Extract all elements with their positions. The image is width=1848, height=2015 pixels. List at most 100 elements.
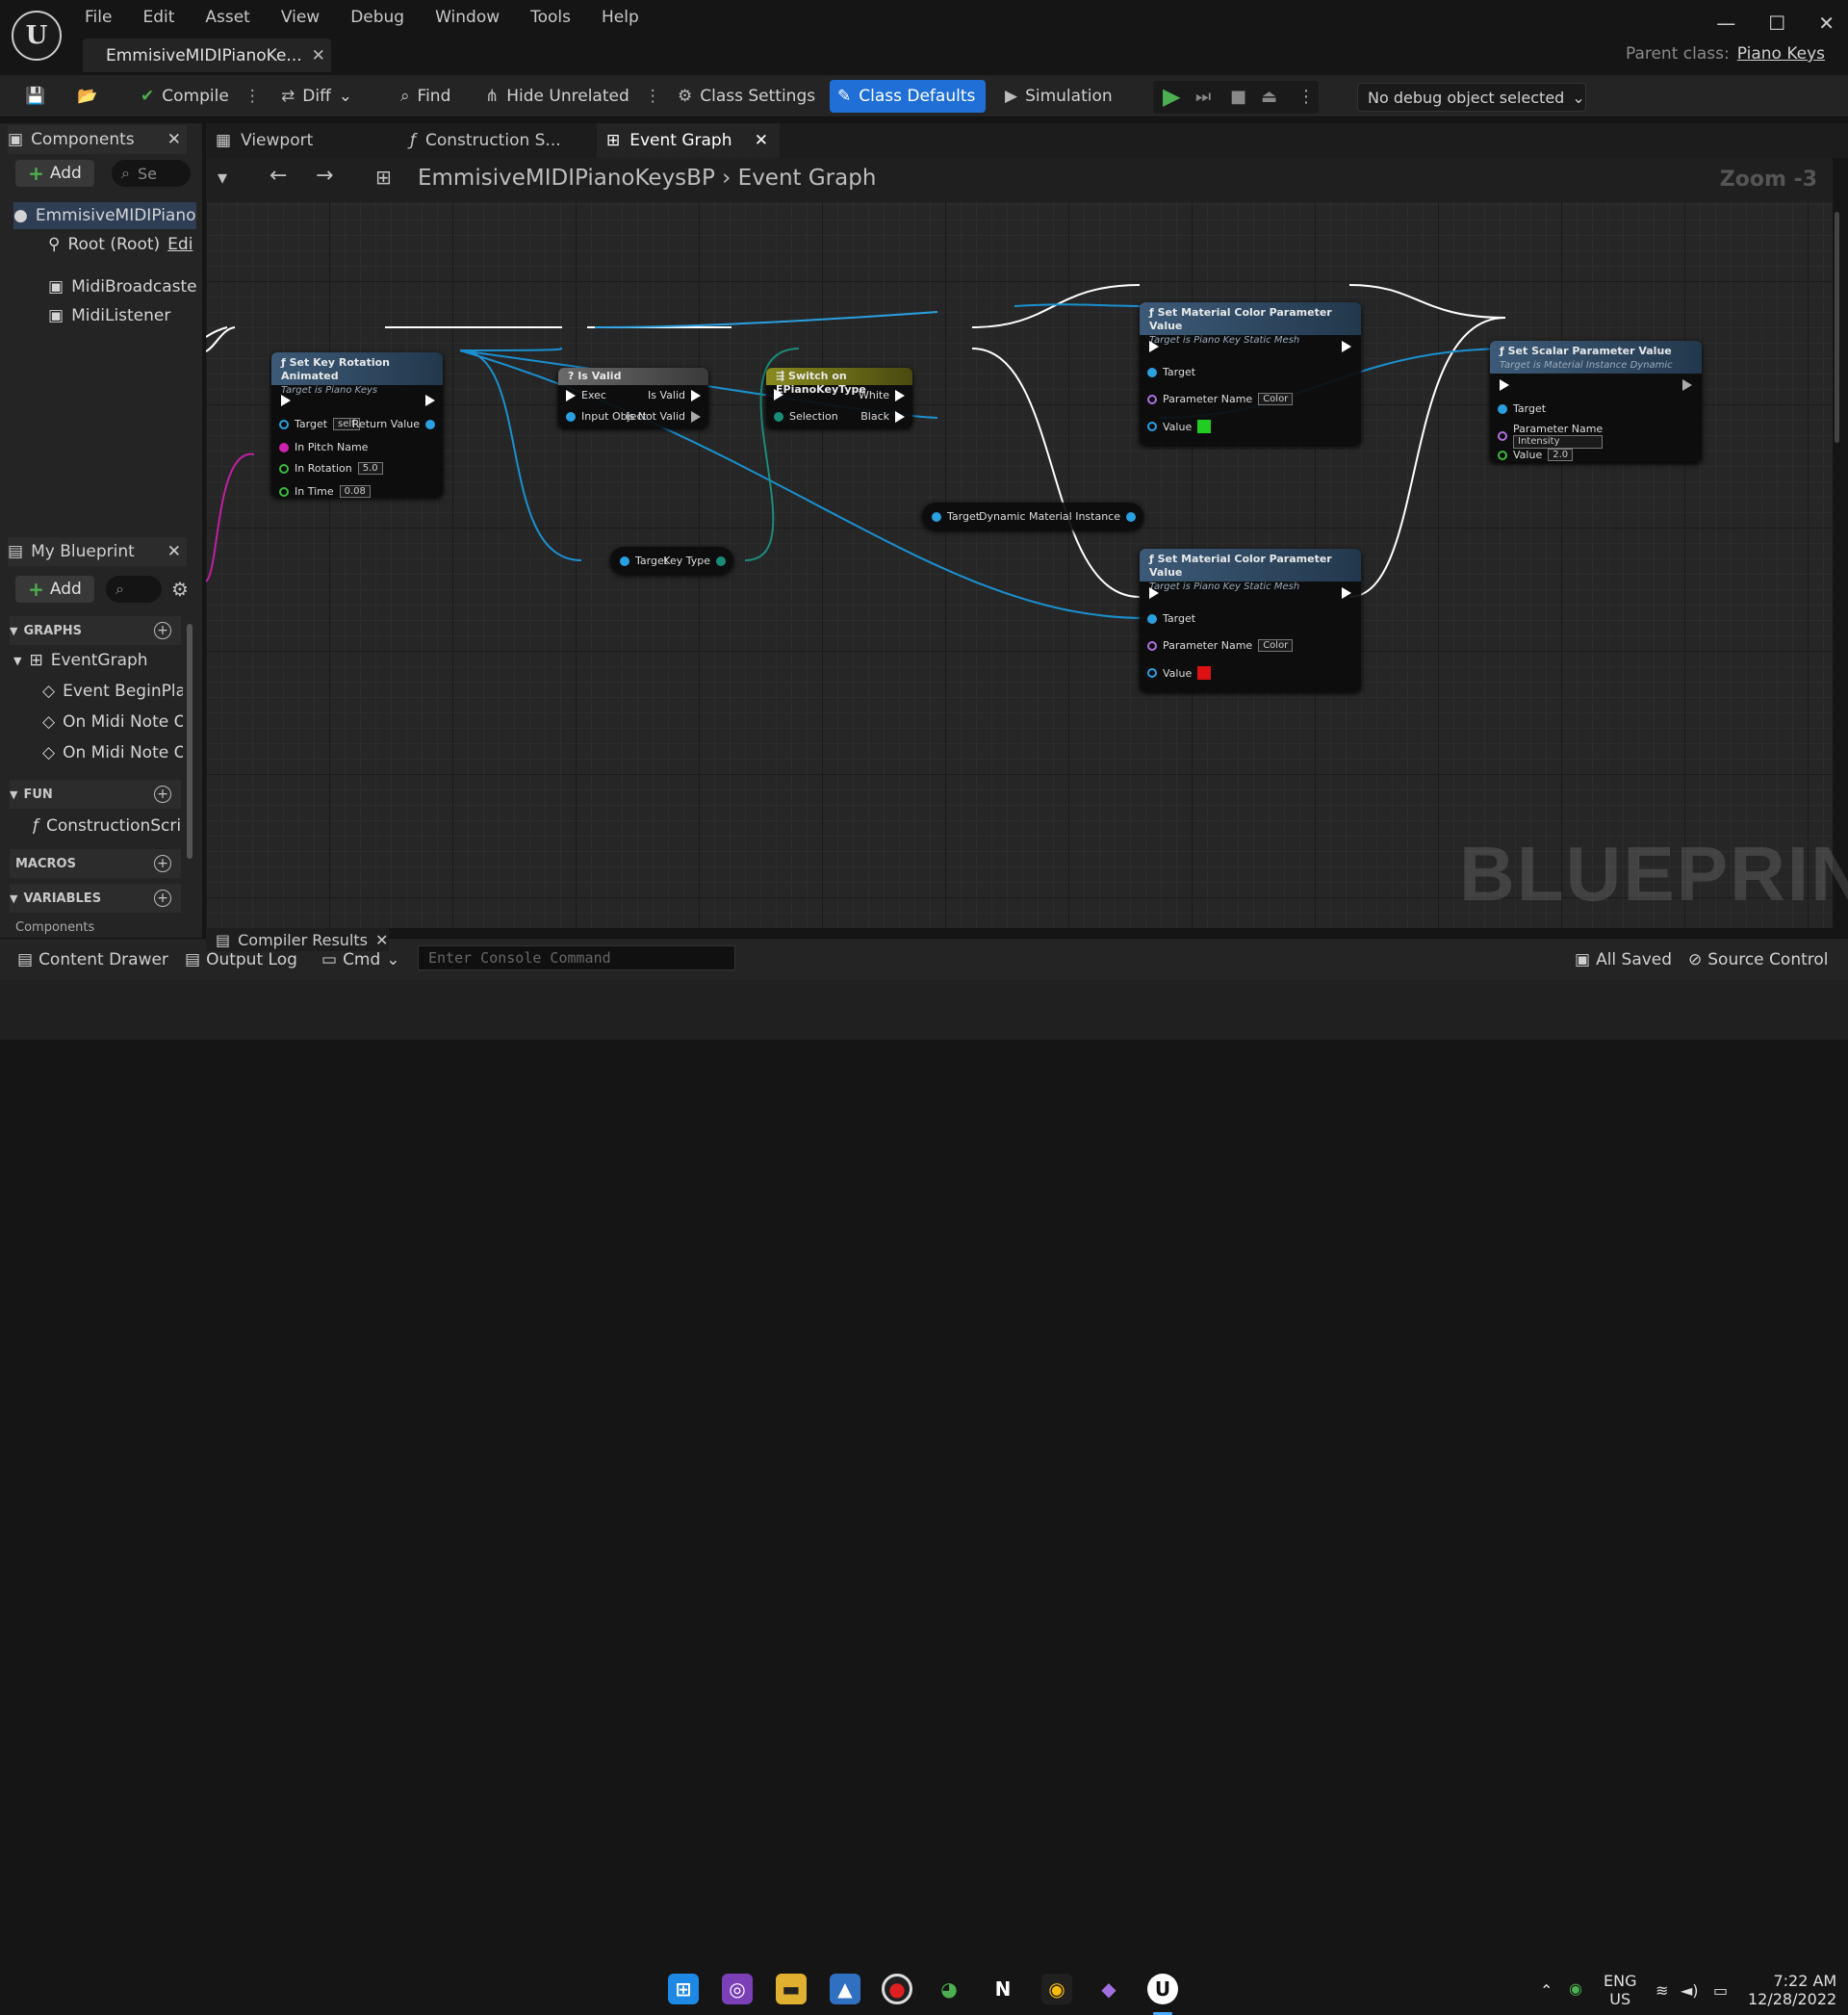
close-window-icon[interactable]: ✕ xyxy=(1818,12,1835,35)
exec-in-pin[interactable] xyxy=(1149,341,1159,352)
chrome-icon[interactable]: ◉ xyxy=(1041,1974,1072,2004)
component-root-bp[interactable]: ●EmmisiveMIDIPiano xyxy=(13,202,196,229)
component-midi-listener[interactable]: ▣MidiListener xyxy=(48,302,198,329)
wifi-icon[interactable]: ≋ xyxy=(1656,1981,1669,2000)
pin-value[interactable]: self xyxy=(333,418,360,430)
exec-out-pin[interactable] xyxy=(425,395,435,406)
menu-tools[interactable]: Tools xyxy=(530,8,572,27)
console-input[interactable]: Enter Console Command xyxy=(418,945,735,970)
menu-help[interactable]: Help xyxy=(602,8,639,27)
exec-out-pin[interactable] xyxy=(1342,587,1351,599)
event-begin-play[interactable]: ◇Event BeginPla xyxy=(42,678,183,705)
class-settings-button[interactable]: ⚙Class Settings xyxy=(670,81,823,112)
stop-icon[interactable]: ■ xyxy=(1230,87,1247,107)
step-icon[interactable]: ⏭ xyxy=(1195,87,1212,107)
my-blueprint-tab[interactable]: ▤ My Blueprint ✕ xyxy=(8,537,187,566)
input-object-pin[interactable]: Input Object xyxy=(566,410,647,423)
parent-class-link[interactable]: Piano Keys xyxy=(1736,44,1825,64)
pin-value[interactable]: 0.08 xyxy=(339,485,371,498)
close-icon[interactable]: ✕ xyxy=(375,930,389,949)
pin-value[interactable]: 2.0 xyxy=(1548,449,1574,461)
target-pin[interactable]: Target xyxy=(1498,402,1546,415)
add-component-button[interactable]: +Add xyxy=(15,160,94,187)
pin-value[interactable]: Intensity xyxy=(1513,435,1604,449)
breadcrumb-graph[interactable]: Event Graph xyxy=(737,166,877,191)
exec-out-pin[interactable] xyxy=(1342,341,1351,352)
pin-value[interactable]: 5.0 xyxy=(357,462,383,475)
graphs-section[interactable]: ▼GRAPHS+ xyxy=(10,616,181,645)
node-get-key-type[interactable]: Target Key Type xyxy=(610,547,733,574)
file-explorer-icon[interactable]: ▬ xyxy=(776,1974,807,2004)
exec-in-pin[interactable] xyxy=(1500,379,1509,391)
add-variable-icon[interactable]: + xyxy=(154,890,171,907)
components-search-input[interactable]: ⌕Se xyxy=(112,160,191,187)
menu-window[interactable]: Window xyxy=(435,8,500,27)
variables-section[interactable]: ▼VARIABLES+ xyxy=(10,884,181,913)
white-pin[interactable]: White xyxy=(859,389,905,401)
functions-section[interactable]: ▼FUN+ xyxy=(10,780,181,809)
edit-link[interactable]: Edi xyxy=(167,235,193,254)
back-arrow-icon[interactable]: ← xyxy=(270,164,288,188)
node-get-dynamic-material-instance[interactable]: Target Dynamic Material Instance xyxy=(922,503,1143,530)
close-icon[interactable]: ✕ xyxy=(167,130,181,149)
gear-icon[interactable]: ⚙ xyxy=(171,578,189,601)
menu-asset[interactable]: Asset xyxy=(205,8,250,27)
bookmark-icon[interactable]: ▾ xyxy=(218,166,228,189)
component-midi-broadcaster[interactable]: ▣MidiBroadcaster xyxy=(48,273,198,300)
color-swatch-green[interactable] xyxy=(1197,420,1212,433)
target-pin[interactable]: Target xyxy=(1147,612,1195,625)
class-defaults-button[interactable]: ✎Class Defaults xyxy=(830,80,986,113)
exec-out-pin[interactable] xyxy=(1682,379,1692,391)
black-pin[interactable]: Black xyxy=(860,410,905,423)
notion-like-icon[interactable]: N xyxy=(994,1977,1012,2001)
find-button[interactable]: ⌕Find xyxy=(393,81,458,112)
minimize-icon[interactable]: — xyxy=(1716,12,1736,35)
color-swatch-red[interactable] xyxy=(1197,666,1212,680)
exec-in-pin[interactable] xyxy=(774,389,783,400)
tray-app-icon[interactable]: ◉ xyxy=(1569,1979,1582,1998)
menu-edit[interactable]: Edit xyxy=(142,8,175,27)
debug-object-select[interactable]: No debug object selected⌄ xyxy=(1357,83,1586,112)
diff-button[interactable]: ⇄Diff⌄ xyxy=(273,81,360,112)
maximize-icon[interactable]: ☐ xyxy=(1768,12,1786,35)
record-icon[interactable]: ● xyxy=(882,1974,912,2004)
document-tab[interactable]: EmmisiveMIDIPianoKe... ✕ xyxy=(83,39,331,72)
exec-in-pin[interactable] xyxy=(281,395,291,406)
my-blueprint-search-input[interactable]: ⌕ xyxy=(106,576,162,603)
close-icon[interactable]: ✕ xyxy=(754,131,768,150)
is-valid-pin[interactable]: Is Valid xyxy=(648,389,701,401)
menu-view[interactable]: View xyxy=(280,8,321,27)
browser-app-icon[interactable]: ◕ xyxy=(940,1977,958,2001)
exec-in-pin[interactable] xyxy=(1149,587,1159,599)
more-icon[interactable]: ⋮ xyxy=(1297,87,1315,107)
visual-studio-icon[interactable]: ◆ xyxy=(1101,1977,1116,2001)
component-root[interactable]: ⚲Root (Root)Edi xyxy=(48,231,198,258)
tab-viewport[interactable]: ▦Viewport xyxy=(206,123,389,158)
close-icon[interactable]: ✕ xyxy=(167,542,181,561)
photos-icon[interactable]: ▲ xyxy=(830,1974,860,2004)
volume-icon[interactable]: ◄) xyxy=(1681,1981,1699,2000)
tab-event-graph[interactable]: ⊞Event Graph✕ xyxy=(597,123,780,158)
event-midi-note-off[interactable]: ◇On Midi Note O xyxy=(42,739,183,766)
content-drawer-button[interactable]: ▤Content Drawer xyxy=(17,950,168,969)
unreal-engine-taskbar-icon[interactable]: U xyxy=(1147,1974,1178,2004)
pin-value[interactable]: Color xyxy=(1258,393,1294,405)
add-member-button[interactable]: +Add xyxy=(15,576,94,603)
windows-start-icon[interactable]: ⊞ xyxy=(668,1974,699,2004)
eject-icon[interactable]: ⏏ xyxy=(1261,87,1278,107)
browse-button[interactable]: 📂 xyxy=(69,81,105,112)
node-switch-piano-key-type[interactable]: ⇶ Switch on EPianoKeyType White Selectio… xyxy=(766,368,912,427)
exec-in-pin[interactable]: Exec xyxy=(566,389,606,401)
value-pin[interactable]: Value xyxy=(1147,420,1212,433)
add-function-icon[interactable]: + xyxy=(154,786,171,803)
